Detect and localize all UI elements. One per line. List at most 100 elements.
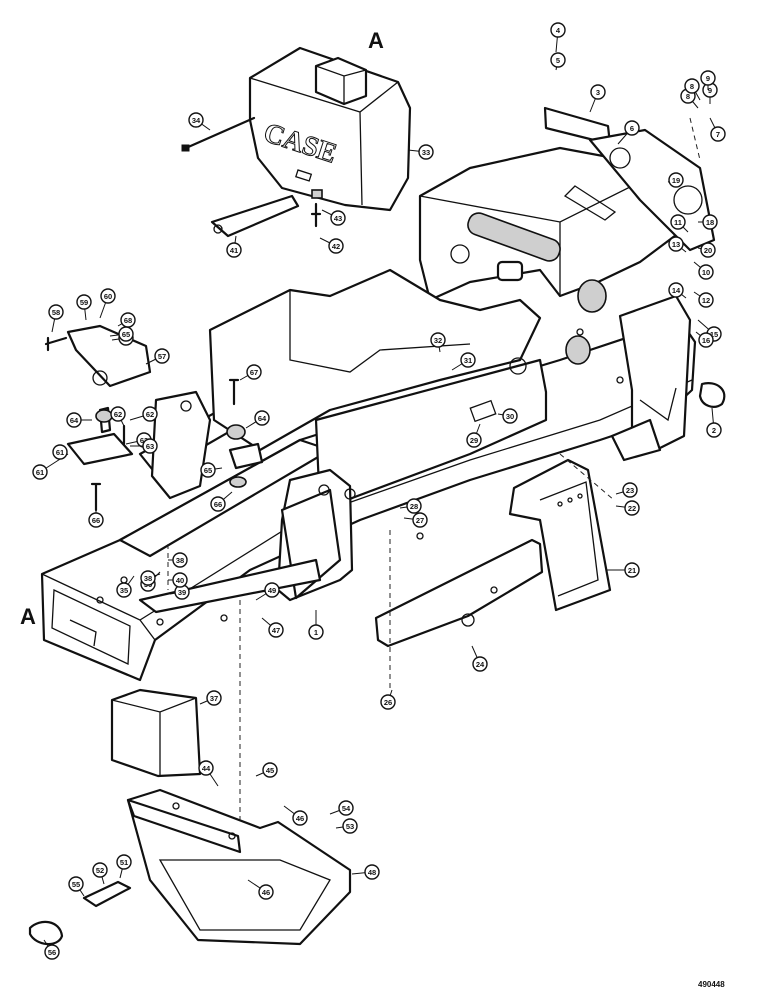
callout-label: 58	[52, 308, 60, 317]
callout-c66: 66	[210, 491, 233, 512]
weight-bracket	[210, 194, 300, 238]
callout-c10: 10	[693, 261, 714, 280]
callout-c38b: 38	[140, 570, 161, 586]
callout-label: 34	[192, 116, 201, 125]
callout-label: 45	[266, 766, 274, 775]
callout-label: 61	[36, 468, 44, 477]
callout-c43: 43	[321, 209, 346, 226]
callout-label: 66	[92, 516, 100, 525]
callout-label: 41	[230, 246, 238, 255]
callout-label: 63	[146, 442, 154, 451]
battery-box	[110, 688, 202, 778]
callout-label: 57	[158, 352, 166, 361]
callout-c5: 5	[550, 52, 566, 71]
callout-c39: 39	[169, 584, 190, 600]
callout-c30: 30	[497, 408, 518, 424]
callout-label: 13	[672, 240, 680, 249]
callout-c42: 42	[319, 237, 344, 254]
callout-c67: 67	[239, 364, 262, 381]
callout-c24: 24	[471, 645, 488, 672]
section-mark-top: A	[368, 28, 384, 53]
callout-label: 67	[250, 368, 258, 377]
main-frame	[40, 106, 726, 682]
callout-label: 18	[706, 218, 714, 227]
callout-c21: 21	[606, 562, 640, 578]
callout-label: 38	[144, 574, 152, 583]
callout-c68: 68	[117, 312, 136, 328]
callout-c4: 4	[550, 22, 566, 53]
callout-label: 5	[556, 56, 560, 65]
callout-label: 8	[686, 92, 690, 101]
callout-label: 35	[120, 586, 128, 595]
callout-label: 26	[384, 698, 392, 707]
callout-c46b: 46	[283, 805, 308, 826]
callout-c59: 59	[76, 294, 92, 321]
callout-c65: 65	[200, 462, 223, 478]
callout-label: 19	[672, 176, 680, 185]
callout-label: 30	[506, 412, 514, 421]
callout-c13: 13	[668, 236, 687, 253]
part-callouts: 1234567891011121314151618192021222324262…	[32, 22, 726, 960]
callout-label: 2	[712, 426, 716, 435]
callout-label: 22	[628, 504, 636, 513]
callout-label: 53	[346, 822, 354, 831]
callout-c6: 6	[617, 120, 640, 145]
callout-label: 48	[368, 868, 376, 877]
callout-label: 12	[702, 296, 710, 305]
callout-label: 55	[72, 880, 80, 889]
callout-label: 66	[214, 500, 222, 509]
callout-c1: 1	[308, 610, 324, 640]
callout-c63b: 63	[130, 438, 158, 454]
callout-label: 10	[702, 268, 710, 277]
callout-label: 64	[70, 416, 79, 425]
callout-label: 33	[422, 148, 430, 157]
callout-label: 39	[178, 588, 186, 597]
callout-label: 42	[332, 242, 340, 251]
callout-c53: 53	[335, 818, 358, 834]
callout-c54: 54	[329, 800, 354, 816]
callout-c38: 38	[168, 552, 188, 568]
drawbar-hitch	[28, 788, 352, 946]
callout-label: 16	[702, 336, 710, 345]
callout-label: 61	[56, 448, 64, 457]
callout-c64b: 64	[245, 410, 270, 429]
callout-c46: 46	[247, 879, 274, 900]
callout-c22: 22	[615, 500, 640, 516]
callout-c40: 40	[168, 572, 188, 588]
callout-c47: 47	[261, 617, 284, 638]
callout-c48: 48	[351, 864, 380, 880]
callout-label: 56	[48, 948, 56, 957]
callout-label: 59	[80, 298, 88, 307]
callout-c28: 28	[399, 498, 422, 514]
callout-c3: 3	[589, 84, 606, 113]
callout-label: 62	[146, 410, 154, 419]
callout-c29: 29	[466, 423, 482, 448]
callout-label: 3	[596, 88, 600, 97]
callout-label: 7	[716, 130, 720, 139]
callout-label: 60	[104, 292, 112, 301]
callout-label: 63	[140, 436, 148, 445]
callout-label: 4	[556, 26, 561, 35]
callout-label: 8	[690, 82, 694, 91]
rear-step	[508, 458, 612, 612]
callout-c51: 51	[116, 854, 132, 879]
callout-c56: 56	[43, 939, 60, 960]
callout-c9b: 9	[700, 70, 716, 90]
callout-c58: 58	[48, 304, 64, 333]
callout-label: 27	[416, 516, 424, 525]
counterweight: CASE	[248, 46, 412, 212]
callout-c20: 20	[697, 242, 716, 258]
callout-label: 46	[296, 814, 304, 823]
callout-label: 37	[210, 694, 218, 703]
callout-c65b: 65	[109, 326, 134, 342]
callout-label: 6	[630, 124, 634, 133]
callout-label: 43	[334, 214, 342, 223]
callout-c26: 26	[380, 689, 396, 710]
callout-c33: 33	[407, 144, 434, 160]
callout-c23: 23	[615, 482, 638, 498]
callout-c62: 62	[110, 406, 126, 427]
callout-label: 24	[476, 660, 485, 669]
callout-c41: 41	[226, 235, 242, 258]
callout-c57: 57	[145, 348, 170, 365]
